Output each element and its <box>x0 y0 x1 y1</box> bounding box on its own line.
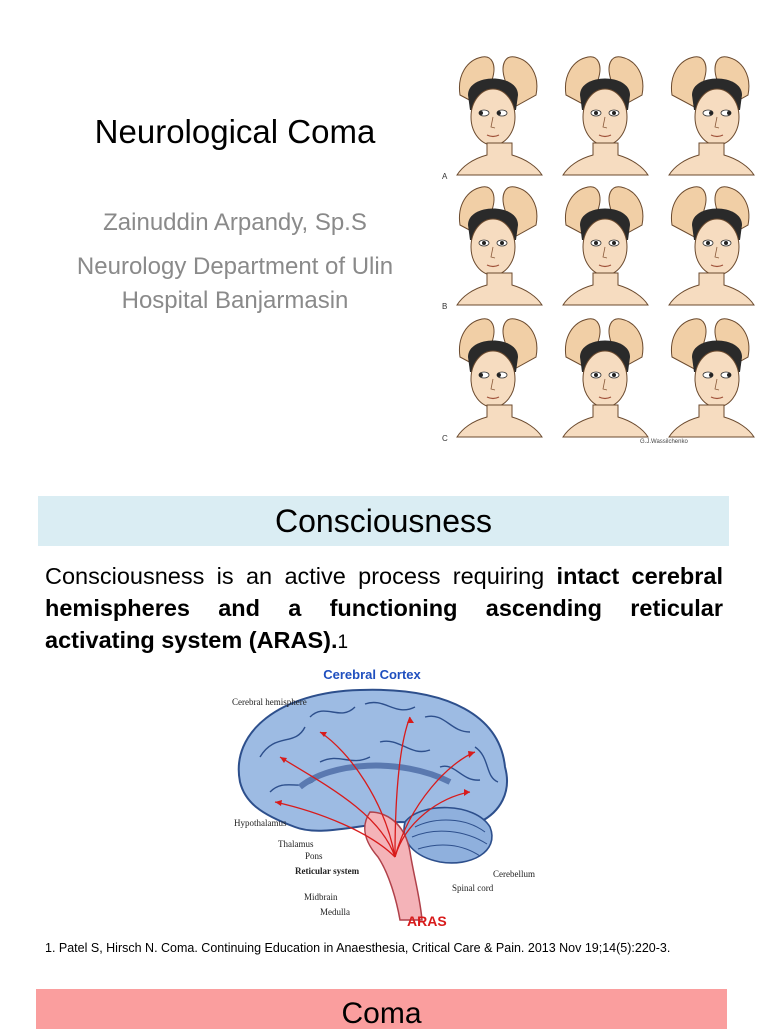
face-illustration-1-3 <box>668 56 755 176</box>
label-reticular: Reticular system <box>295 866 360 876</box>
department-name: Neurology Department of Ulin Hospital Ba… <box>76 253 394 314</box>
face-illustration-1-2 <box>562 56 649 176</box>
label-pons: Pons <box>305 851 323 861</box>
face-illustration-2-1 <box>456 186 543 306</box>
coma-heading: Coma <box>341 997 422 1030</box>
face-illustration-2-2 <box>562 186 649 306</box>
citation-marker: 1 <box>337 632 349 653</box>
face-illustration-2-3 <box>668 186 755 306</box>
row-label-b: B <box>442 302 447 311</box>
label-medulla: Medulla <box>320 907 350 917</box>
label-hypothalamus: Hypothalamus <box>234 818 287 828</box>
face-illustration-3-2 <box>562 318 649 438</box>
label-midbrain: Midbrain <box>304 892 338 902</box>
reference-citation: 1. Patel S, Hirsch N. Coma. Continuing E… <box>45 941 671 955</box>
brainstem-shape <box>363 811 423 921</box>
consciousness-heading: Consciousness <box>275 503 492 539</box>
cerebrum-shape <box>237 688 508 832</box>
dolls-eye-reflex-illustration: A B C G.J.Wassilchenko <box>442 56 755 445</box>
row-label-c: C <box>442 434 448 443</box>
slide-title: Neurological Coma <box>94 113 376 150</box>
label-thalamus: Thalamus <box>278 839 314 849</box>
label-cerebellum: Cerebellum <box>493 869 535 879</box>
consciousness-definition: Consciousness is an active process requi… <box>45 560 723 659</box>
illustration-credit: G.J.Wassilchenko <box>640 439 688 445</box>
coma-header-bar <box>36 989 727 1029</box>
author-name: Zainuddin Arpandy, Sp.S <box>103 209 367 236</box>
label-spinal-cord: Spinal cord <box>452 883 494 893</box>
face-illustration-3-3 <box>668 318 755 438</box>
definition-bold-text: intact cerebral hemispheres and a functi… <box>45 563 723 653</box>
aras-brain-diagram: Cerebral Cortex <box>200 662 590 930</box>
definition-plain-text: Consciousness is an active process requi… <box>45 563 557 589</box>
diagram-aras-label: ARAS <box>407 913 447 929</box>
face-illustration-3-1 <box>456 318 543 438</box>
cerebellum-shape <box>403 806 493 864</box>
face-illustration-1-1 <box>456 56 543 176</box>
row-label-a: A <box>442 172 448 181</box>
aras-projection-arrows <box>274 716 476 858</box>
label-cerebral: Cerebral hemisphere <box>232 697 307 707</box>
gyri-lines <box>259 701 499 793</box>
diagram-title: Cerebral Cortex <box>323 667 421 682</box>
consciousness-header-bar <box>38 496 729 546</box>
